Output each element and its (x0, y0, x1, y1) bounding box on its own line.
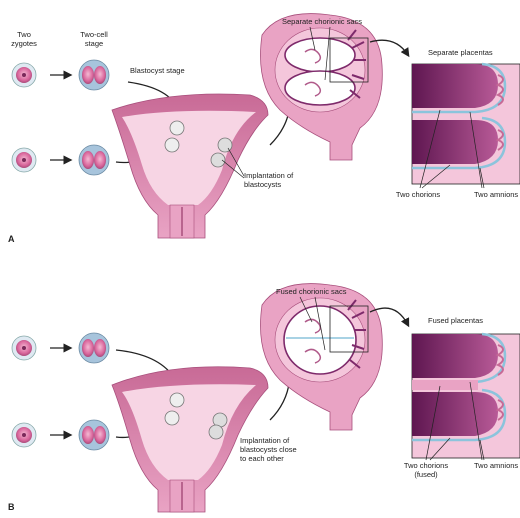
two-chorions-label-b-line1: Two chorions (404, 461, 448, 470)
two-cell-embryo-b-bottom (79, 420, 109, 450)
zygote-b-bottom (12, 423, 36, 447)
zygote-top (12, 63, 36, 87)
two-cell-embryo-b-top (79, 333, 109, 363)
two-chorions-label-b-line2: (fused) (414, 470, 438, 479)
two-amnions-label-a: Two amnions (474, 190, 518, 199)
implantation-label-a-line2: blastocysts (244, 180, 281, 189)
separate-placentas-label: Separate placentas (428, 48, 493, 57)
two-zygotes-label-line1: Two (17, 30, 31, 39)
fused-chorionic-sacs-label: Fused chorionic sacs (276, 287, 347, 296)
two-zygotes-label-line2: zygotes (11, 39, 37, 48)
uterus-a (112, 94, 268, 238)
panel-a: Two zygotes Two-cell stage Blast (8, 14, 520, 244)
panel-a-letter: A (8, 234, 15, 244)
implantation-label-a-line1: Implantation of (244, 171, 294, 180)
two-cell-embryo-top (79, 60, 109, 90)
pregnant-uterus-b (260, 284, 382, 430)
panel-b: Implantation of blastocysts close to eac… (8, 284, 520, 512)
two-cell-stage-label-line1: Two-cell (80, 30, 108, 39)
pregnant-uterus-a (260, 14, 382, 160)
placenta-inset-a (412, 64, 520, 184)
placenta-inset-b (412, 334, 520, 458)
implantation-label-b-line1: Implantation of (240, 436, 290, 445)
zygote-bottom (12, 148, 36, 172)
zygote-b-top (12, 336, 36, 360)
implantation-label-b-line3: to each other (240, 454, 284, 463)
fused-placentas-label: Fused placentas (428, 316, 483, 325)
panel-b-letter: B (8, 502, 15, 512)
two-amnions-label-b: Two amnions (474, 461, 518, 470)
blastocyst-stage-label: Blastocyst stage (130, 66, 185, 75)
two-cell-embryo-bottom (79, 145, 109, 175)
implantation-label-b-line2: blastocysts close (240, 445, 297, 454)
two-chorions-label-a: Two chorions (396, 190, 440, 199)
separate-chorionic-sacs-label: Separate chorionic sacs (282, 17, 362, 26)
two-cell-stage-label-line2: stage (85, 39, 103, 48)
